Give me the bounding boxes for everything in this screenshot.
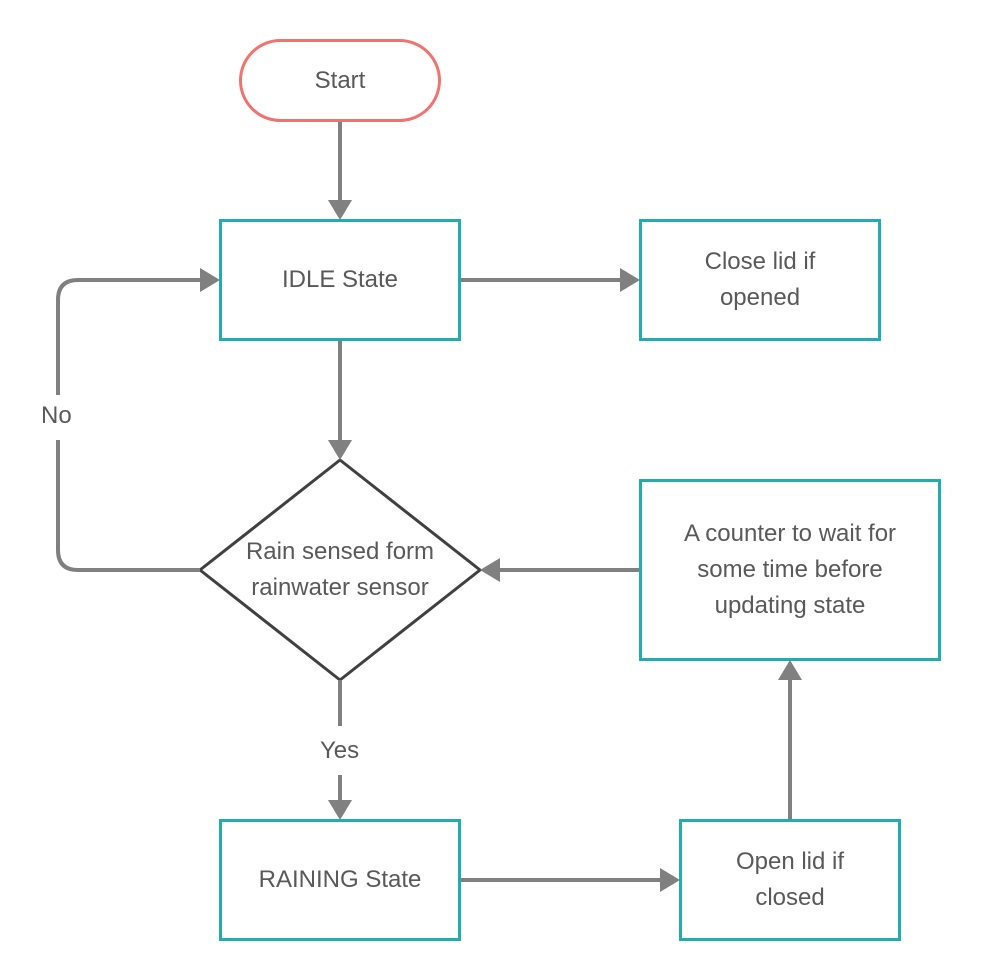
start-label: Start <box>314 66 366 94</box>
decision-label: Rain sensed form rainwater sensor <box>245 538 435 601</box>
idle-state-box: IDLE State <box>219 219 461 341</box>
arrowhead-idle-to-close-lid <box>620 268 640 292</box>
counter-label: A counter to wait for some time before u… <box>683 520 897 619</box>
counter-box: A counter to wait for some time before u… <box>639 479 941 661</box>
open-lid-label: Open lid if closed <box>735 848 845 911</box>
idle-state-label: IDLE State <box>281 266 399 293</box>
arrowhead-open-lid-to-counter <box>778 660 802 680</box>
edge-decision-no-to-idle <box>56 278 205 572</box>
arrowhead-raining-to-open-lid <box>660 868 680 892</box>
start-terminal: Start <box>239 39 441 122</box>
close-lid-label: Close lid if opened <box>704 248 816 311</box>
close-lid-box: Close lid if opened <box>639 219 881 341</box>
arrowhead-start-to-idle <box>328 200 352 220</box>
raining-state-label: RAINING State <box>258 866 422 893</box>
arrowhead-yes-to-raining <box>328 800 352 820</box>
arrowhead-idle-to-decision <box>328 440 352 460</box>
decision-label-wrap: Rain sensed form rainwater sensor <box>205 530 475 610</box>
open-lid-box: Open lid if closed <box>679 819 901 941</box>
edge-label-no: No <box>37 401 76 431</box>
arrowhead-no-to-idle <box>200 268 220 292</box>
raining-state-box: RAINING State <box>219 819 461 941</box>
arrowhead-counter-to-decision <box>480 558 500 582</box>
edge-label-yes: Yes <box>316 736 364 766</box>
